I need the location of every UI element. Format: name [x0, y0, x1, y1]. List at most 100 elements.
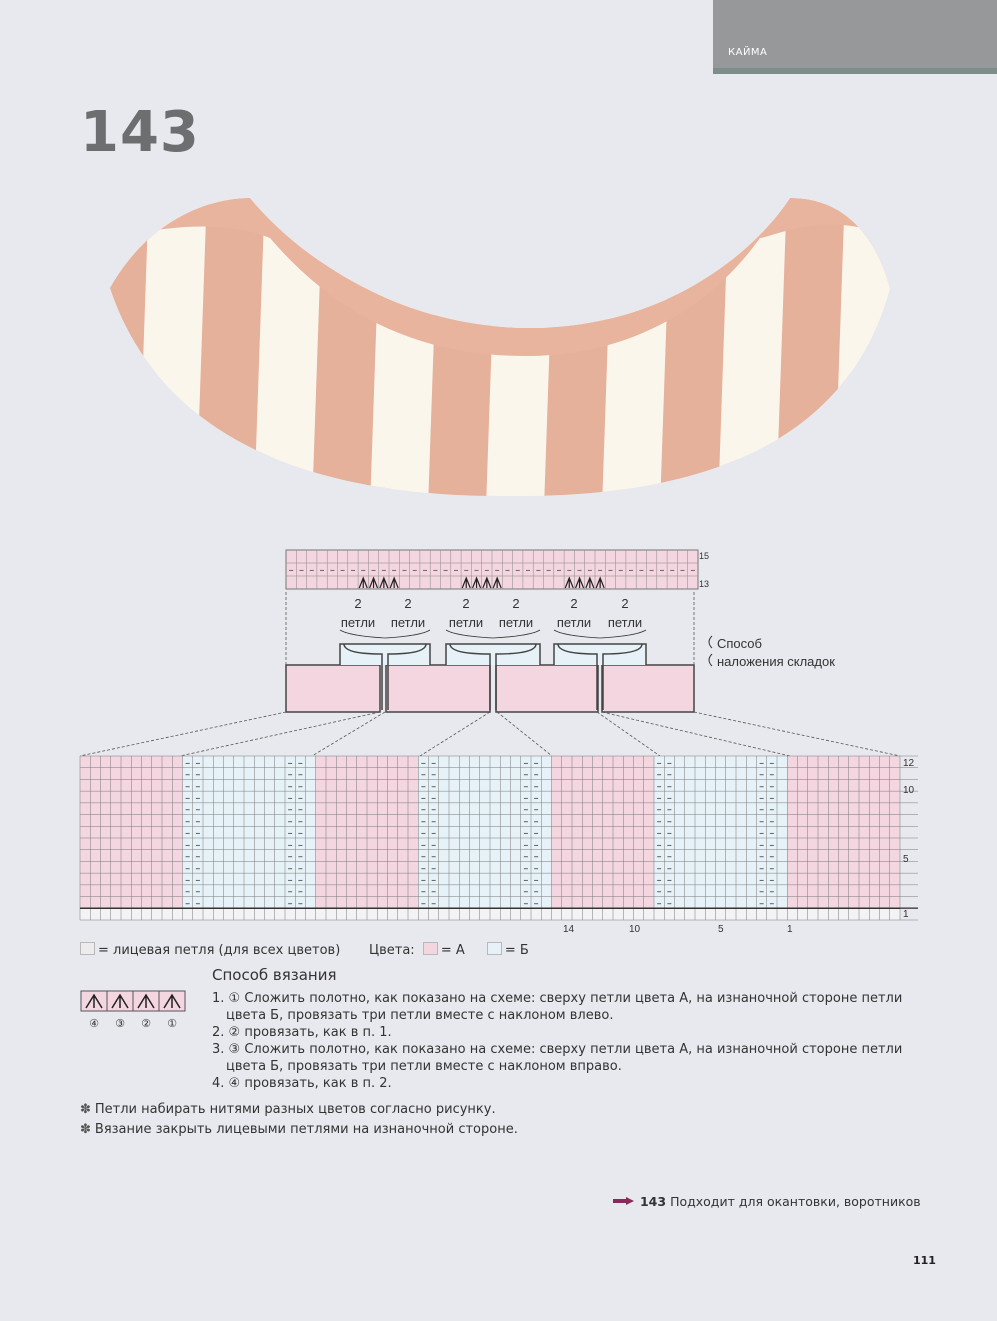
fold-count-label: 2: [462, 596, 469, 611]
purl-mark: –: [759, 887, 764, 898]
chart-cell-column: [315, 756, 326, 909]
purl-mark: –: [769, 758, 774, 769]
purl-mark: –: [288, 898, 293, 909]
section-label: КАЙМА: [728, 47, 768, 58]
purl-mark: –: [421, 887, 426, 898]
purl-mark: –: [657, 816, 662, 827]
chart-cell-column: [305, 756, 316, 909]
purl-mark: –: [523, 875, 528, 886]
purl-mark: –: [667, 887, 672, 898]
purl-mark: –: [657, 781, 662, 792]
purl-mark: –: [657, 852, 662, 863]
fold-count-label: 2: [512, 596, 519, 611]
purl-mark: –: [421, 793, 426, 804]
purl-mark: –: [185, 770, 190, 781]
connector-line: [311, 711, 386, 757]
purl-mark: –: [402, 565, 407, 576]
purl-mark: –: [288, 805, 293, 816]
legend-color-b-swatch: [486, 942, 502, 955]
purl-mark: –: [421, 816, 426, 827]
chart-cell-column: [818, 756, 829, 909]
purl-mark: –: [195, 781, 200, 792]
purl-mark: –: [667, 781, 672, 792]
chart-cell-column: [479, 756, 490, 909]
purl-mark: –: [195, 816, 200, 827]
purl-mark: –: [340, 565, 345, 576]
purl-mark: –: [629, 565, 634, 576]
purl-mark: –: [431, 840, 436, 851]
chart-cell-column: [777, 756, 788, 909]
chart-column-label: 1: [787, 924, 793, 935]
purl-mark: –: [288, 863, 293, 874]
purl-mark: –: [421, 805, 426, 816]
note-text: Петли набирать нитями разных цветов согл…: [94, 1102, 496, 1117]
purl-mark: –: [288, 852, 293, 863]
purl-mark: –: [556, 565, 561, 576]
note-text: Вязание закрыть лицевыми петлями на изна…: [94, 1122, 518, 1137]
chart-cell-column: [449, 756, 460, 909]
purl-mark: –: [185, 816, 190, 827]
main-chart-labels: 12 10 5 1 14 10 5 1: [563, 758, 915, 935]
k3tog-symbol: [389, 576, 399, 589]
purl-mark: –: [657, 875, 662, 886]
note-item: ✽Петли набирать нитями разных цветов сог…: [80, 1102, 496, 1117]
purl-mark: –: [534, 805, 539, 816]
purl-mark: –: [431, 863, 436, 874]
purl-mark: –: [381, 565, 386, 576]
purl-mark: –: [421, 840, 426, 851]
purl-mark: –: [443, 565, 448, 576]
chart-cell-column: [100, 756, 111, 909]
purl-mark: –: [534, 863, 539, 874]
purl-mark: –: [195, 793, 200, 804]
purl-mark: –: [421, 781, 426, 792]
k3tog-symbol: [564, 576, 574, 589]
purl-mark: –: [523, 816, 528, 827]
purl-mark: –: [534, 875, 539, 886]
connector-line: [693, 711, 901, 757]
symbol-number: ④: [89, 1017, 99, 1030]
chart-cell-column: [869, 756, 880, 909]
purl-mark: –: [759, 758, 764, 769]
main-chart: ––––––––––––––––––––––––––––––––––––––––…: [79, 755, 918, 921]
symbol-key: ④ ③ ② ①: [80, 990, 186, 1030]
purl-mark: –: [298, 852, 303, 863]
purl-mark: –: [534, 828, 539, 839]
purl-mark: –: [185, 852, 190, 863]
purl-mark: –: [759, 898, 764, 909]
purl-mark: –: [534, 852, 539, 863]
note-item: ✽Вязание закрыть лицевыми петлями на изн…: [80, 1122, 518, 1137]
purl-mark: –: [431, 770, 436, 781]
k3tog-symbol: [482, 576, 492, 589]
purl-mark: –: [309, 565, 314, 576]
chart-cell-column: [192, 756, 203, 909]
chart-cell-column: [428, 756, 439, 909]
symbol-number: ③: [115, 1017, 125, 1030]
chart-cell-column: [889, 756, 900, 909]
purl-mark: –: [759, 816, 764, 827]
purl-mark: –: [667, 816, 672, 827]
purl-mark: –: [185, 805, 190, 816]
chart-cell-column: [654, 756, 665, 909]
chart-cell-column: [264, 756, 275, 909]
purl-mark: –: [392, 565, 397, 576]
k3tog-symbol: [471, 576, 482, 589]
chart-cell-column: [705, 756, 716, 909]
chart-row-label: 1: [903, 909, 909, 920]
fold-unit-label: петли: [557, 615, 591, 630]
chart-cell-column: [602, 756, 613, 909]
purl-mark: –: [195, 898, 200, 909]
purl-mark: –: [667, 828, 672, 839]
fold-panel-a: [495, 664, 599, 713]
purl-mark: –: [657, 887, 662, 898]
k3tog-symbol: [585, 576, 595, 589]
purl-mark: –: [431, 875, 436, 886]
purl-mark: –: [371, 565, 376, 576]
chart-cell-column: [633, 756, 644, 909]
legend-colors: Цвета: = А = Б: [369, 942, 529, 958]
chart-cell-column: [766, 756, 777, 909]
footer-pattern-number: 143: [639, 1194, 667, 1209]
chart-cell-column: [859, 756, 870, 909]
purl-mark: –: [759, 828, 764, 839]
purl-mark: –: [534, 898, 539, 909]
purl-mark: –: [657, 863, 662, 874]
